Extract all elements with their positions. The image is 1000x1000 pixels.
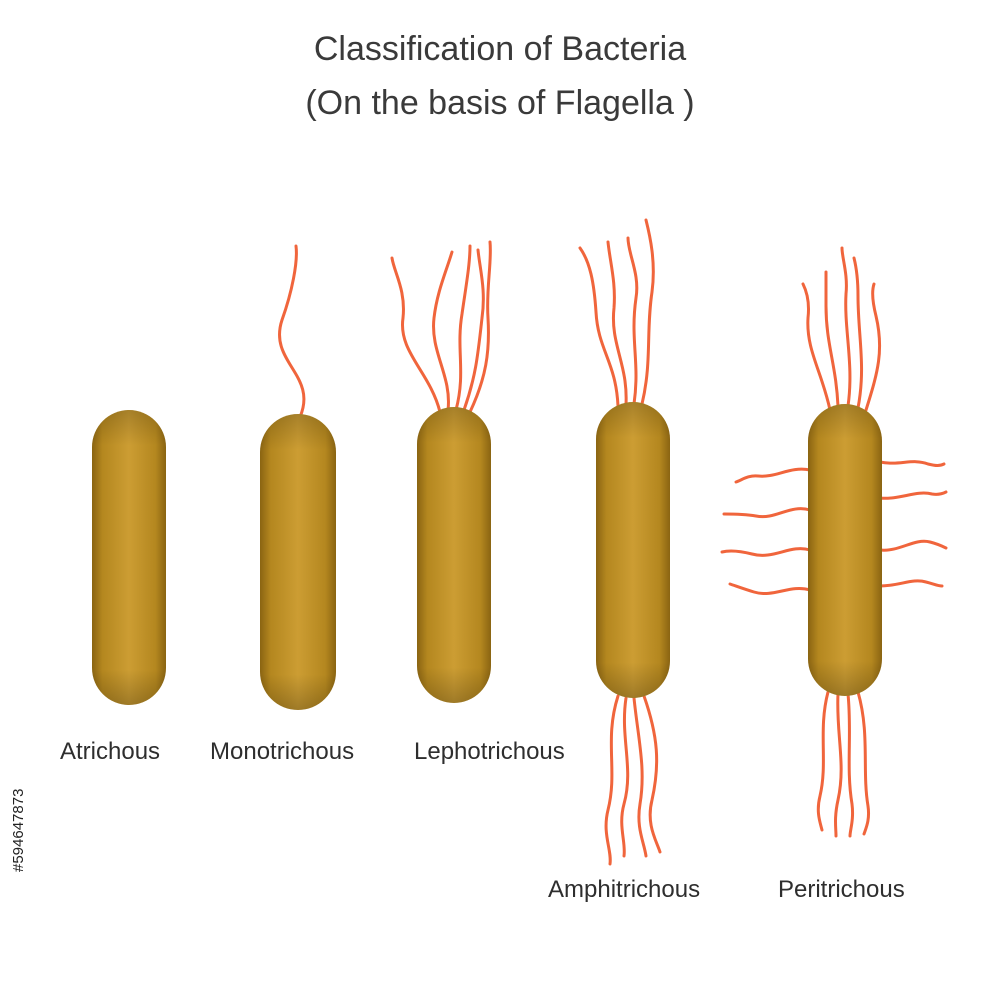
flagellum: [878, 490, 948, 500]
cell-lophotrichous: [417, 407, 491, 703]
flagellum: [856, 690, 870, 836]
flagellum: [432, 250, 454, 412]
flagellum: [390, 256, 442, 414]
flagellum: [878, 460, 946, 467]
flagellum: [620, 696, 630, 858]
diagram-subtitle: (On the basis of Flagella ): [305, 84, 695, 122]
flagellum: [640, 218, 655, 406]
flagellum: [734, 467, 812, 484]
label-amphitrichous: Amphitrichous: [548, 876, 701, 903]
flagellum: [722, 507, 812, 519]
cell-amphitrichous: [596, 402, 670, 698]
flagellum: [578, 246, 620, 408]
flagellum: [454, 244, 472, 412]
stock-id-watermark: #594647873: [10, 788, 27, 872]
flagellum: [801, 282, 832, 412]
label-atrichous: Atrichous: [60, 738, 161, 765]
flagellum: [278, 244, 306, 419]
label-monotrichous: Monotrichous: [210, 738, 355, 765]
diagram-title: Classification of Bacteria: [313, 30, 687, 68]
label-lophotrichous: Lephotrichous: [414, 738, 565, 765]
flagellum: [840, 246, 852, 408]
flagellum: [720, 547, 812, 557]
flagellum: [626, 236, 639, 406]
flagellum: [864, 282, 882, 412]
cell-atrichous: [92, 410, 166, 705]
flagellum: [816, 690, 830, 832]
label-peritrichous: Peritrichous: [778, 876, 905, 903]
flagellum: [642, 694, 662, 854]
flagellum: [606, 240, 628, 406]
cell-monotrichous: [260, 414, 336, 710]
flagellum: [878, 539, 948, 552]
flagellum: [846, 692, 855, 838]
cell-peritrichous: [808, 404, 882, 696]
flagellum: [834, 692, 843, 838]
flagellum: [878, 579, 944, 588]
flagellum: [632, 696, 648, 858]
flagellum: [462, 248, 485, 412]
flagellum: [604, 694, 620, 866]
flagellum: [852, 256, 864, 410]
flagellum: [468, 240, 492, 414]
flagellum: [824, 270, 840, 408]
flagellum: [728, 582, 812, 595]
